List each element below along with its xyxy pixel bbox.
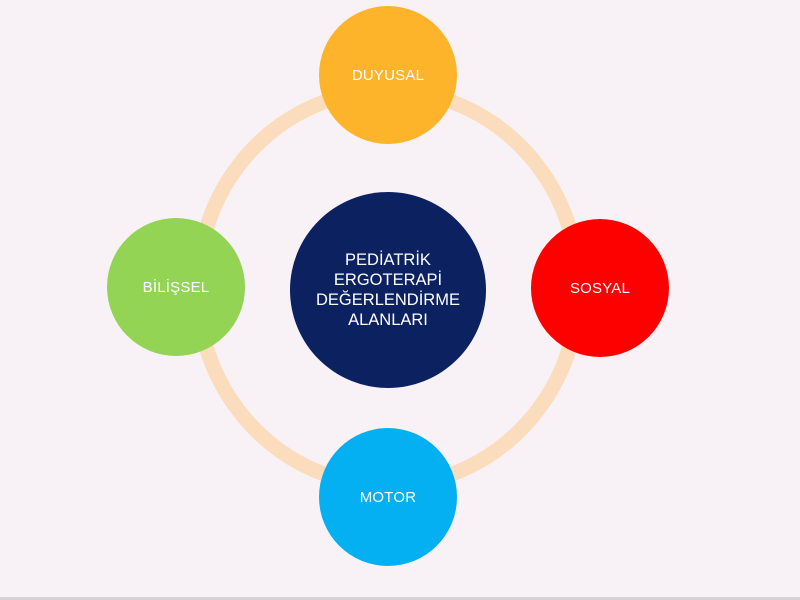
node-bilissel: BİLİŞSEL xyxy=(107,218,245,356)
center-line-1: PEDİATRİK xyxy=(345,251,431,269)
node-motor-label: MOTOR xyxy=(359,488,417,506)
center-line-2: ERGOTERAPİ xyxy=(333,271,443,289)
node-duyusal: DUYUSAL xyxy=(319,6,457,144)
bottom-divider xyxy=(0,597,800,600)
center-line-3: DEĞERLENDİRME xyxy=(316,291,460,309)
node-sosyal: SOSYAL xyxy=(531,219,669,357)
node-sosyal-label: SOSYAL xyxy=(569,279,631,297)
node-bilissel-label: BİLİŞSEL xyxy=(142,278,210,296)
center-node: PEDİATRİK ERGOTERAPİ DEĞERLENDİRME ALANL… xyxy=(290,192,486,388)
node-motor: MOTOR xyxy=(319,428,457,566)
node-duyusal-label: DUYUSAL xyxy=(351,66,425,84)
center-line-4: ALANLARI xyxy=(348,311,428,329)
